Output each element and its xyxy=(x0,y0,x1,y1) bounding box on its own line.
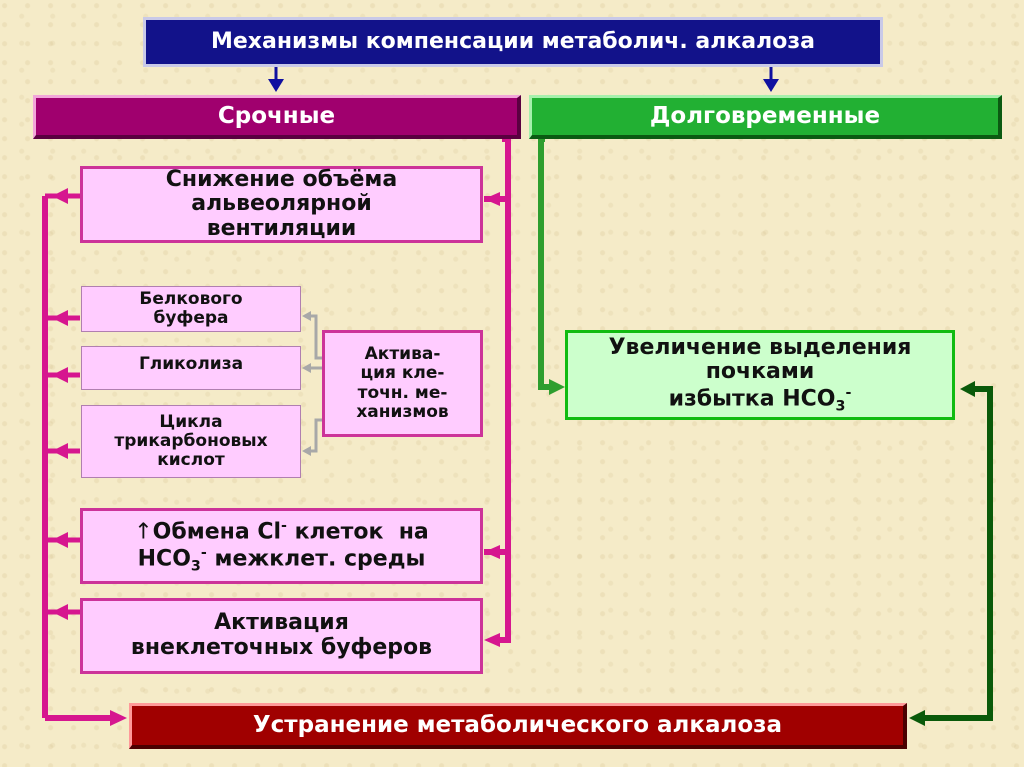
diagram-title: Механизмы компенсации метаболич. алкалоз… xyxy=(143,17,883,67)
renal-line2: почками xyxy=(705,359,815,385)
result-text: Устранение метаболического алкалоза xyxy=(252,711,783,738)
protein-buffer-text: Белкового буфера xyxy=(139,288,243,328)
title-to-urgent-arrow xyxy=(268,67,284,92)
chloride-exchange-box: ↑Обмена Cl- клеток на HCO3- межклет. сре… xyxy=(80,508,483,584)
longterm-to-renal xyxy=(538,136,565,395)
result-box: Устранение метаболического алкалоза xyxy=(129,703,907,749)
arrow-to-extracellular xyxy=(484,633,500,647)
arrow-to-result-left xyxy=(110,710,127,726)
extracellular-buffers-box: Активация внеклеточных буферов xyxy=(80,598,483,674)
tca-cycle-text: Цикла трикарбоновых кислот xyxy=(114,411,268,471)
title-text: Механизмы компенсации метаболич. алкалоз… xyxy=(210,28,816,54)
chloride-exchange-line1: ↑Обмена Cl- клеток на xyxy=(134,517,429,544)
renal-excretion-box: Увеличение выделения почками избытка HCO… xyxy=(565,330,955,420)
renal-to-result xyxy=(909,381,993,726)
cell-activation-text: Актива- ция кле- точн. ме- ханизмов xyxy=(356,344,449,422)
renal-line3: избытка HCO3- xyxy=(668,384,852,415)
chloride-exchange-line2: HCO3- межклет. среды xyxy=(137,544,426,575)
renal-line1: Увеличение выделения xyxy=(608,334,912,360)
up-arrow-icon: ↑ xyxy=(134,518,153,544)
glycolysis-text: Гликолиза xyxy=(138,354,244,374)
extracellular-buffers-text: Активация внеклеточных буферов xyxy=(130,610,433,660)
glycolysis-box: Гликолиза xyxy=(81,346,301,390)
longterm-header: Долговременные xyxy=(529,95,1002,139)
protein-buffer-box: Белкового буфера xyxy=(81,286,301,332)
ventilation-text: Снижение объёма альвеолярной вентиляции xyxy=(165,166,398,241)
cell-mechanism-connectors xyxy=(302,311,322,456)
urgent-right-trunk xyxy=(484,136,511,647)
longterm-header-text: Долговременные xyxy=(649,102,881,129)
title-to-longterm-arrow xyxy=(763,67,779,92)
tca-cycle-box: Цикла трикарбоновых кислот xyxy=(81,405,301,478)
urgent-header-text: Срочные xyxy=(217,102,336,129)
urgent-header: Срочные xyxy=(33,95,521,139)
urgent-left-trunk xyxy=(42,188,127,726)
cell-activation-box: Актива- ция кле- точн. ме- ханизмов xyxy=(322,330,483,437)
ventilation-box: Снижение объёма альвеолярной вентиляции xyxy=(80,166,483,243)
